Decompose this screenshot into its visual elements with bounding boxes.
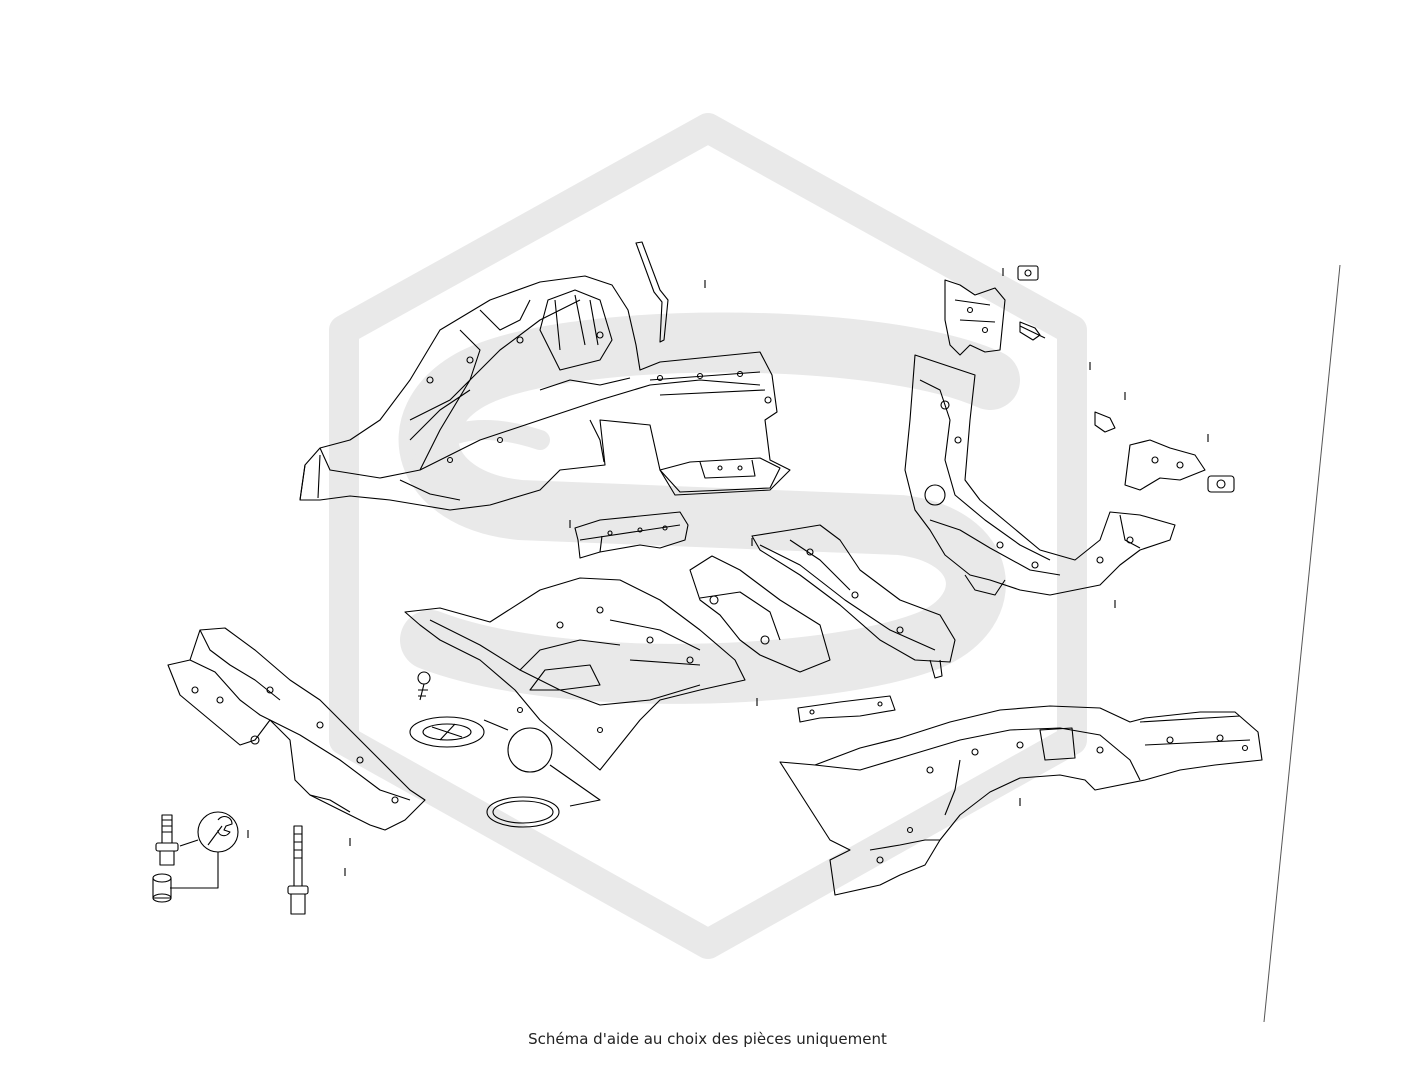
clip-nut[interactable]: [1018, 266, 1038, 280]
front-right-wheelhouse-member[interactable]: [905, 355, 1175, 595]
sheet-edge-line: [1263, 264, 1341, 1023]
plug-reference-circle: [484, 720, 600, 806]
strip-bracket[interactable]: [636, 242, 668, 342]
diagram-caption: Schéma d'aide au choix des pièces unique…: [528, 1030, 887, 1048]
floor-side-crossmember[interactable]: [752, 525, 955, 678]
small-reinforcement-bar[interactable]: [798, 696, 895, 722]
ring-seal[interactable]: [487, 797, 559, 827]
left-side-member[interactable]: [168, 628, 425, 830]
bolt[interactable]: [1020, 322, 1115, 432]
long-bolt[interactable]: [288, 826, 308, 914]
stud-bolt[interactable]: [156, 815, 178, 865]
front-left-wheelhouse-assembly[interactable]: [300, 276, 790, 510]
floor-reinforcement[interactable]: [575, 512, 688, 558]
bracket-right[interactable]: [1125, 440, 1205, 490]
screw-clip[interactable]: [418, 672, 430, 700]
flange-nut[interactable]: [153, 874, 171, 902]
rear-right-wheelhouse-assembly[interactable]: [780, 706, 1262, 895]
center-tunnel-panel[interactable]: [690, 556, 830, 672]
plug-grommet[interactable]: [410, 717, 484, 747]
rear-floor-panel[interactable]: [405, 578, 745, 770]
leader-stubs: [247, 268, 1209, 876]
hexagon-s-logo-icon: [329, 113, 1087, 959]
small-nut-plate[interactable]: [1208, 476, 1234, 492]
bracket-left[interactable]: [945, 280, 1005, 355]
wrench-icon: [170, 812, 238, 888]
